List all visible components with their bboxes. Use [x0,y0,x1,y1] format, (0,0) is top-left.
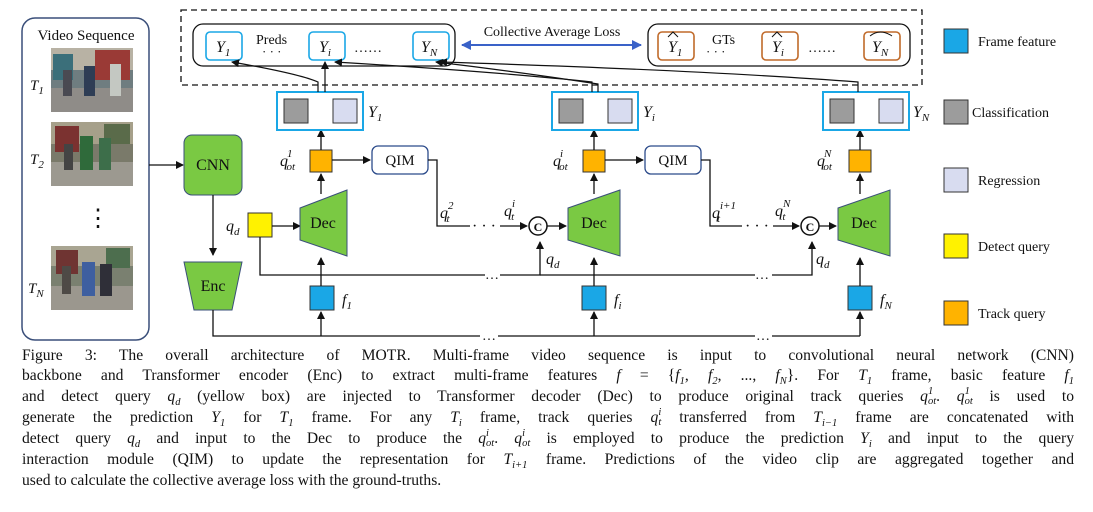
video-frame-1 [51,48,133,112]
legend: Frame feature Classification Regression … [943,28,1056,326]
video-sequence-panel: Video Sequence T1 T2 ⋮ [21,17,150,341]
svg-text:…: … [482,329,496,344]
track-query-box-1 [309,149,333,173]
caption-line: generate the prediction Y1 for T1 frame.… [22,407,1074,429]
svg-text:Enc: Enc [201,278,226,295]
svg-text:…: … [485,268,499,283]
svg-text:Dec: Dec [581,215,607,232]
frame-feature-fi [581,285,607,311]
svg-text:QIM: QIM [385,153,414,169]
prediction-box-yn [822,91,910,131]
detect-query-label: qd [226,218,240,238]
svg-text:C: C [806,220,815,234]
qim-block-1: QIM [371,145,429,175]
concat-node-n: C [800,216,820,236]
legend-classification [943,99,969,125]
prediction-box-yi [551,91,639,131]
svg-text:Dec: Dec [851,215,877,232]
svg-text:Dec: Dec [310,215,336,232]
svg-text:· · ·: · · · [745,218,769,235]
label-qd-i: qd [546,251,560,271]
cnn-block: CNN [183,134,243,196]
svg-text:…: … [756,329,770,344]
svg-text:Yi: Yi [643,104,655,124]
video-frame-n [51,246,133,310]
track-query-box-n [848,149,872,173]
concat-node-i: C [528,216,548,236]
caption-line: Figure 3: The overall architecture of MO… [22,347,1074,364]
decoder-block-n: Dec [837,189,891,257]
qim-block-i: QIM [644,145,702,175]
pred-yn [412,31,450,61]
pred-y1 [205,31,243,61]
video-frame-2 [51,122,133,186]
preds-label: Preds [256,33,287,48]
svg-text:Y1: Y1 [368,104,382,124]
legend-frame-feature [943,28,969,54]
svg-text:C: C [534,220,543,234]
decoder-block-1: Dec [299,189,348,257]
gt-yi [761,31,799,61]
label-fn: fN [880,292,892,312]
caption-line: and detect query qd (yellow box) are inj… [22,386,1074,408]
prediction-box-y1 [276,91,364,131]
label-fi: fi [614,292,622,312]
architecture-diagram: Video Sequence T1 T2 ⋮ [21,9,1056,344]
frames-ellipsis: ⋮ [86,206,110,232]
svg-text:……: …… [354,41,382,56]
svg-text:YN: YN [913,104,930,124]
frame-feature-f1 [309,285,335,311]
legend-regression [943,167,969,193]
svg-text:Yi: Yi [319,39,331,59]
caption-line: interaction module (QIM) to update the r… [22,450,1074,471]
svg-text:CNN: CNN [196,157,230,174]
gts-label: GTs [712,33,735,48]
loss-label: Collective Average Loss [484,25,621,40]
svg-text:Yi: Yi [772,39,784,59]
legend-detect-query [943,233,969,259]
svg-text:Classification: Classification [972,106,1049,121]
svg-text:……: …… [808,41,836,56]
svg-text:…: … [755,268,769,283]
video-sequence-title: Video Sequence [38,28,135,44]
svg-text:· · ·: · · · [706,44,726,59]
caption-line: detect query qd and input to the Dec to … [22,428,1075,450]
svg-text:QIM: QIM [658,153,687,169]
decoder-block-i: Dec [567,189,621,257]
svg-text:Regression: Regression [978,174,1040,189]
caption-line: backbone and Transformer encoder (Enc) t… [22,366,1075,387]
gt-y1 [657,31,695,61]
caption-line: used to calculate the collective average… [22,471,442,489]
svg-text:· · ·: · · · [262,44,282,59]
detect-query-box [247,212,273,238]
frame-label-t2: T2 [30,152,44,171]
encoder-block: Enc [183,261,243,311]
pred-yi [308,31,346,61]
svg-text:· · ·: · · · [472,218,496,235]
legend-track-query [943,300,969,326]
frame-feature-fn [847,285,873,311]
label-f1: f1 [342,292,352,312]
svg-text:Track query: Track query [978,307,1046,322]
label-qd-n: qd [816,251,830,271]
svg-text:Frame feature: Frame feature [978,35,1056,50]
figure-caption: Figure 3: The overall architecture of MO… [22,346,1074,490]
frame-label-tn: TN [28,281,44,300]
svg-text:Detect query: Detect query [978,240,1050,255]
track-query-box-i [582,149,606,173]
frame-label-t1: T1 [30,78,44,97]
